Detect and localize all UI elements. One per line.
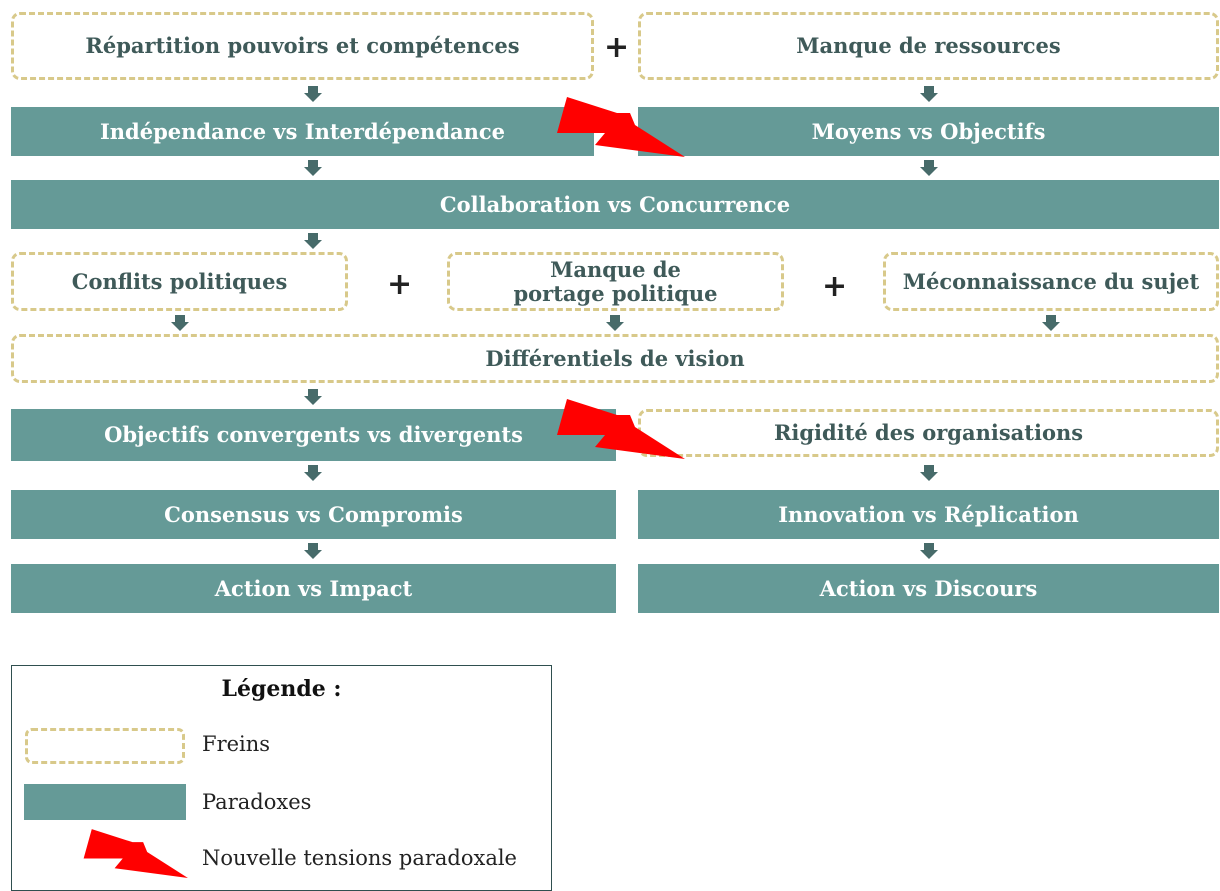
frein-conflits-label: Conflits politiques [71,268,288,294]
legend-frein-swatch [25,728,185,764]
paradoxe-independance: Indépendance vs Interdépendance [11,107,594,156]
legend-paradoxe-swatch [24,784,186,820]
paradoxe-action-impact: Action vs Impact [11,564,616,613]
paradoxe-action-impact-label: Action vs Impact [214,575,413,601]
paradoxe-collaboration: Collaboration vs Concurrence [11,180,1219,229]
frein-rigidite: Rigidité des organisations [638,409,1219,457]
frein-ressources-label: Manque de ressources [796,33,1061,58]
frein-meconnaissance-label: Méconnaissance du sujet [902,268,1200,294]
frein-ressources: Manque de ressources [638,12,1219,80]
plus-sign: + [604,30,630,65]
paradoxe-moyens: Moyens vs Objectifs [638,107,1219,156]
frein-portage: Manque de portage politique [447,252,784,311]
frein-rigidite-label: Rigidité des organisations [773,420,1084,445]
frein-repartition-label: Répartition pouvoirs et compétences [85,33,520,58]
lightning-bolt-icon [557,399,685,459]
paradoxe-innovation: Innovation vs Réplication [638,490,1219,539]
paradoxe-objectifs: Objectifs convergents vs divergents [11,409,616,461]
frein-differentiels: Différentiels de vision [11,334,1219,383]
paradoxe-independance-label: Indépendance vs Interdépendance [99,118,506,144]
paradoxe-action-discours: Action vs Discours [638,564,1219,613]
paradoxe-collaboration-label: Collaboration vs Concurrence [439,191,791,217]
paradoxe-consensus-label: Consensus vs Compromis [164,501,463,527]
frein-repartition: Répartition pouvoirs et compétences [11,12,594,80]
legend-tensions-label: Nouvelle tensions paradoxale [202,846,517,870]
frein-differentiels-label: Différentiels de vision [485,345,745,371]
paradoxe-consensus: Consensus vs Compromis [11,490,616,539]
legend-paradoxes-label: Paradoxes [202,790,312,814]
frein-conflits: Conflits politiques [11,252,348,311]
plus-sign: + [387,267,413,302]
legend-freins-label: Freins [202,732,271,756]
paradoxe-action-discours-label: Action vs Discours [819,575,1038,601]
plus-sign: + [822,269,848,304]
paradoxe-moyens-label: Moyens vs Objectifs [811,118,1046,144]
legend: Légende : Freins Paradoxes Nouvelle tens… [11,665,552,891]
frein-meconnaissance: Méconnaissance du sujet [883,252,1219,311]
paradoxe-innovation-label: Innovation vs Réplication [778,501,1079,527]
legend-title: Légende : [221,676,342,702]
paradoxe-objectifs-label: Objectifs convergents vs divergents [104,422,523,447]
lightning-bolt-icon [557,97,685,157]
lightning-bolt-icon [83,829,188,879]
frein-portage-label: Manque de portage politique [513,256,718,306]
